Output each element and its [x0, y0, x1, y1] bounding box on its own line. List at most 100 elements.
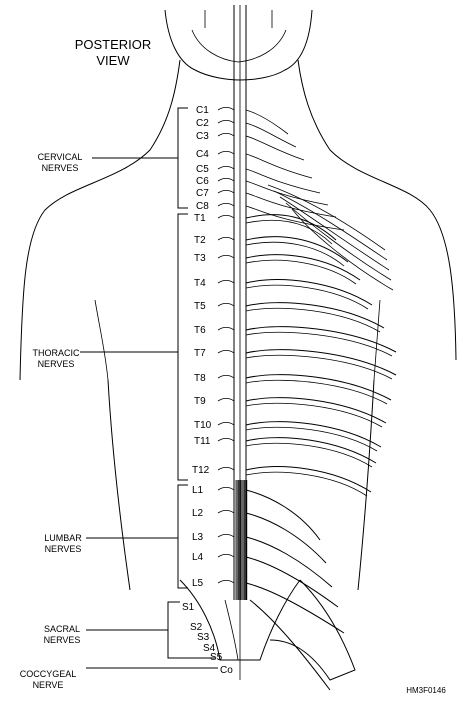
vertebra-tick: [217, 397, 235, 402]
vertebrae: [217, 106, 235, 584]
segment-label-s4: S4: [203, 643, 216, 654]
cervical-label-line-2: NERVES: [42, 163, 79, 173]
brackets: [80, 107, 218, 669]
thoracic-nerve-branch-inner: [245, 426, 378, 452]
body-outline: [19, 9, 457, 591]
thoracic-nerve-branch-inner: [245, 219, 333, 245]
vertebra-tick: [217, 177, 235, 182]
lumbar-nerve-branch: [245, 536, 333, 588]
vertebra-tick: [217, 302, 235, 307]
thoracic-nerve-branch: [245, 374, 392, 401]
segment-label-t1: T1: [194, 213, 206, 224]
cervical-nerve-branch: [245, 205, 345, 231]
vertebra-tick: [217, 254, 235, 259]
brachial-plexus-branch: [273, 190, 388, 261]
vertebra-tick: [217, 466, 235, 471]
segment-label-t9: T9: [194, 396, 206, 407]
segment-label-s2: S2: [190, 622, 203, 633]
thoracic-nerve-branch: [245, 437, 377, 464]
thoracic-nerve-branch: [245, 421, 382, 448]
lumbar-nerve-branch: [245, 512, 327, 564]
segment-label-c1: C1: [196, 105, 209, 116]
brachial-plexus-branch: [285, 202, 392, 281]
thoracic-label-line-1: THORACIC: [33, 348, 81, 358]
segment-label-l2: L2: [192, 508, 204, 519]
thoracic-nerve-branch: [245, 214, 337, 241]
thoracic-nerve-branch: [245, 466, 372, 493]
vertebra-tick: [217, 437, 235, 442]
vertebra-tick: [217, 509, 235, 514]
brachial-plexus-branch: [291, 208, 394, 291]
pelvis: [179, 579, 356, 681]
cervical-nerve-branch: [245, 153, 313, 179]
segment-label-t8: T8: [194, 373, 206, 384]
segment-label-t5: T5: [194, 301, 206, 312]
thoracic-nerve-branch-inner: [245, 379, 388, 405]
segment-label-t7: T7: [194, 348, 206, 359]
vertebra-tick: [217, 119, 235, 124]
thoracic-nerve-branch-inner: [245, 331, 393, 357]
thoracic-nerve-branch-inner: [245, 241, 345, 267]
thoracic-nerve-branch-inner: [245, 259, 357, 285]
segment-label-c4: C4: [196, 149, 209, 160]
segment-label-s1: S1: [182, 602, 195, 613]
vertebra-tick: [217, 202, 235, 207]
vertebra-tick: [217, 579, 235, 584]
vertebra-tick: [217, 553, 235, 558]
sciatic-nerve: [249, 599, 331, 691]
segment-labels: C1C2C3C4C5C6C7C8T1T2T3T4T5T6T7T8T9T10T11…: [182, 105, 233, 676]
segment-label-t12: T12: [192, 465, 210, 476]
thoracic-nerve-branch: [245, 302, 385, 329]
segment-label-t3: T3: [194, 253, 206, 264]
thoracic-nerve-branch: [245, 236, 349, 263]
lumbar-nerve-branch: [245, 582, 345, 634]
vertebra-tick: [217, 533, 235, 538]
thoracic-nerve-branch-inner: [245, 471, 368, 497]
segment-label-l4: L4: [192, 552, 204, 563]
segment-label-s3: S3: [197, 632, 210, 643]
vertebra-tick: [217, 326, 235, 331]
thoracic-nerve-branch: [245, 326, 397, 353]
segment-label-c8: C8: [196, 201, 209, 212]
vertebra-tick: [217, 486, 235, 491]
title-line-1: POSTERIOR: [75, 37, 152, 52]
vertebra-tick: [217, 106, 235, 111]
vertebra-tick: [217, 236, 235, 241]
cervical-nerve-branch: [245, 135, 305, 161]
thoracic-nerve-branch-inner: [245, 402, 383, 428]
segment-label-t10: T10: [194, 420, 212, 431]
lumbar-label-line-2: NERVES: [45, 544, 82, 554]
sacral-label-line-1: SACRAL: [44, 624, 80, 634]
coccygeal-label-line-1: COCCYGEAL: [20, 669, 77, 679]
cervical-nerve-branch: [245, 122, 297, 148]
vertebra-tick: [217, 132, 235, 137]
segment-label-l3: L3: [192, 532, 204, 543]
sacral-label-line-2: NERVES: [44, 635, 81, 645]
segment-label-t11: T11: [194, 436, 211, 447]
thoracic-nerve-branch-inner: [245, 284, 369, 310]
vertebra-tick: [217, 279, 235, 284]
thoracic-nerve-branch: [245, 279, 373, 306]
thoracic-label-line-2: NERVES: [38, 359, 75, 369]
vertebra-tick: [217, 374, 235, 379]
vertebra-tick: [217, 349, 235, 354]
thoracic-nerve-branch-inner: [245, 354, 393, 380]
segment-label-co: Co: [220, 665, 233, 676]
title-line-2: VIEW: [96, 53, 130, 68]
thoracic-nerve-branch: [245, 349, 397, 376]
vertebra-tick: [217, 150, 235, 155]
segment-label-c6: C6: [196, 176, 209, 187]
segment-label-s5: S5: [210, 652, 223, 663]
cervical-nerve-branch: [245, 109, 289, 135]
segment-label-c2: C2: [196, 118, 209, 129]
cervical-nerve-branch: [245, 168, 321, 194]
lumbar-nerve-branch: [245, 556, 339, 608]
segment-label-c5: C5: [196, 164, 209, 175]
vertebra-tick: [217, 214, 235, 219]
figure-code: HM3F0146: [406, 686, 446, 695]
segment-label-t4: T4: [194, 278, 206, 289]
vertebra-tick: [217, 165, 235, 170]
segment-label-c3: C3: [196, 131, 209, 142]
lumbar-nerve-branch: [245, 489, 321, 541]
